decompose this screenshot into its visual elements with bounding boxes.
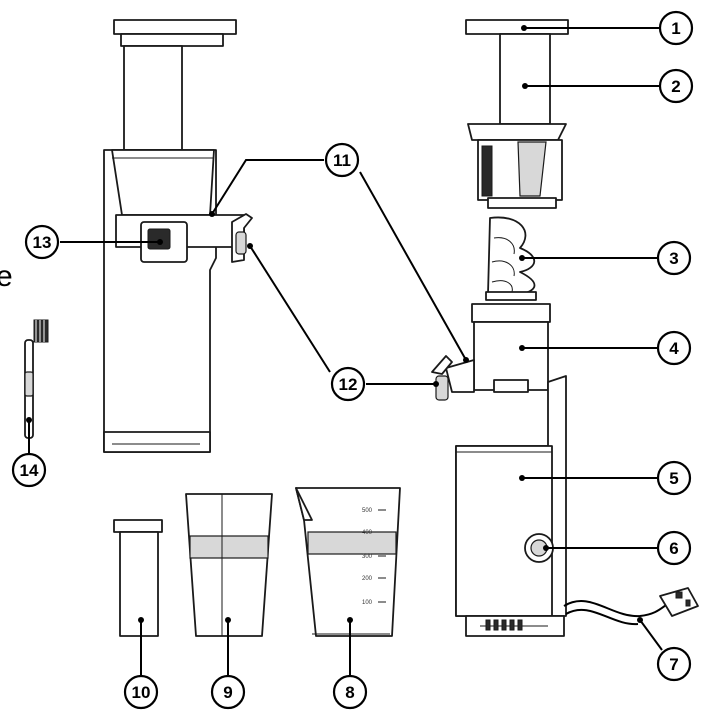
assembled-pusher-tube [123, 45, 183, 151]
callout-13: 13 [24, 224, 60, 260]
jug-mark-200: 200 [362, 576, 373, 582]
power-plug [659, 587, 699, 617]
assembled-switch [147, 228, 171, 250]
svg-text:8: 8 [345, 683, 354, 702]
svg-text:7: 7 [669, 655, 678, 674]
svg-text:9: 9 [223, 683, 232, 702]
jug-mark-300: 300 [362, 554, 373, 560]
motor-base-part [455, 375, 567, 637]
callout-6: 6 [656, 530, 692, 566]
strainer-basket-part [467, 123, 567, 209]
pusher-tube-part [499, 33, 551, 125]
callout-12: 12 [330, 366, 366, 402]
juicing-bowl-part [431, 303, 551, 401]
jug-scale: 500 400 300 200 100 [362, 508, 386, 606]
svg-text:11: 11 [333, 151, 351, 170]
callout-14: 14 [11, 452, 47, 488]
assembled-juicer [103, 19, 253, 453]
svg-text:14: 14 [20, 461, 39, 480]
edge-glyph: e [0, 260, 13, 293]
svg-text:12: 12 [339, 375, 358, 394]
callout-10: 10 [123, 674, 159, 710]
svg-text:1: 1 [671, 19, 680, 38]
callout-2: 2 [658, 68, 694, 104]
assembled-pusher-collar [120, 33, 224, 47]
callout-1: 1 [658, 10, 694, 46]
assembled-spout-cap [235, 231, 247, 255]
assembled-pusher-cap [113, 19, 237, 35]
measuring-jug-part: 500 400 300 200 100 [295, 487, 401, 637]
callout-9: 9 [210, 674, 246, 710]
svg-text:5: 5 [669, 469, 678, 488]
callout-8: 8 [332, 674, 368, 710]
juice-cup-part [185, 493, 273, 637]
auger-part [485, 216, 537, 301]
svg-text:13: 13 [33, 233, 52, 252]
juicing-bowl-spout-cap [435, 375, 449, 401]
callout-4: 4 [656, 330, 692, 366]
power-cord-part [563, 587, 699, 626]
callout-5: 5 [656, 460, 692, 496]
pulp-container-part [113, 519, 163, 637]
assembled-base-foot [103, 431, 211, 453]
svg-text:10: 10 [132, 683, 151, 702]
jug-mark-500: 500 [362, 508, 373, 514]
callout-11: 11 [324, 142, 360, 178]
svg-text:4: 4 [669, 339, 679, 358]
assembled-bowl [111, 149, 215, 216]
svg-text:2: 2 [671, 77, 680, 96]
leader-lines [26, 25, 663, 676]
juicing-bowl-rim [471, 303, 551, 323]
callout-3: 3 [656, 240, 692, 276]
callout-7: 7 [656, 646, 692, 682]
jug-mark-100: 100 [362, 600, 373, 606]
svg-text:6: 6 [669, 539, 678, 558]
svg-text:3: 3 [669, 249, 678, 268]
jug-mark-400: 400 [362, 530, 373, 536]
